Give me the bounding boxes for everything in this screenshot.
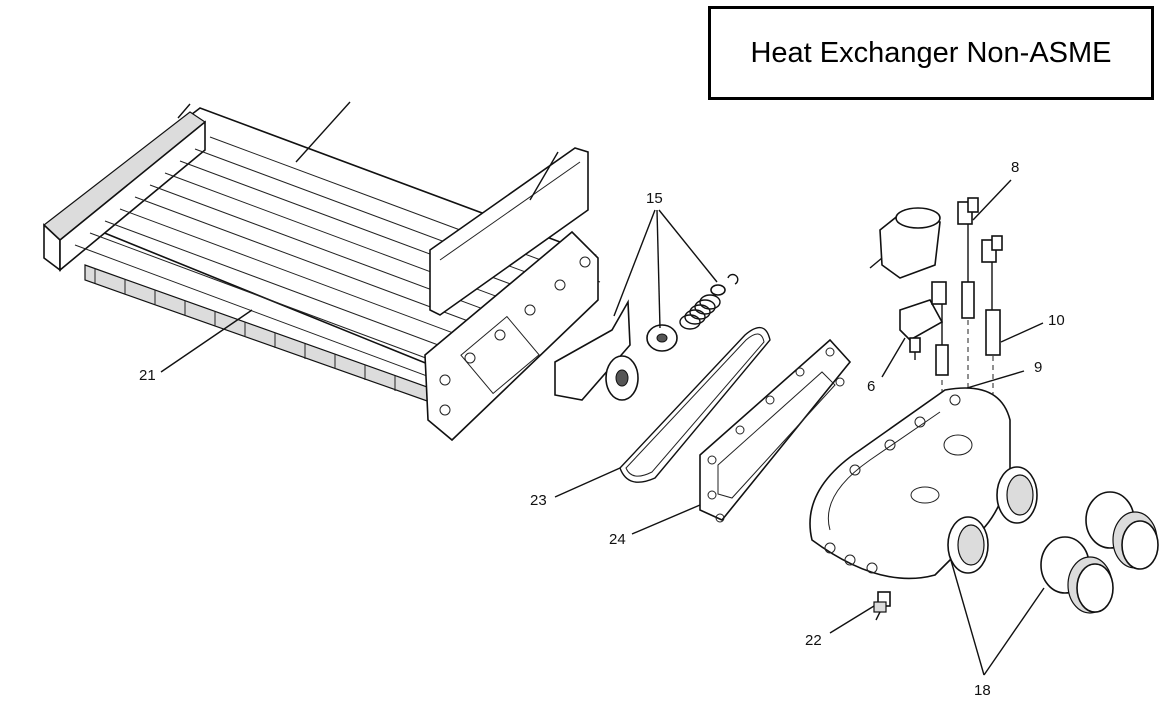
- callout-8: 8: [1011, 159, 1020, 176]
- leader-lines: [160, 101, 1045, 676]
- manifold-part-9: [809, 387, 1038, 580]
- gasket-part-23: [619, 327, 771, 483]
- pressure-switch-part-6: [869, 207, 944, 360]
- callout-15: 15: [646, 190, 663, 207]
- callout-9: 9: [1034, 359, 1043, 376]
- callout-22: 22: [805, 632, 822, 649]
- drain-fitting-part-22: [873, 591, 891, 621]
- heat-exchanger-part-21: [43, 107, 601, 442]
- callout-18: 18: [974, 682, 991, 699]
- sensor-assembly-part-15: [554, 273, 739, 401]
- flange-gasket-part-24: [699, 338, 852, 523]
- callout-6: 6: [867, 378, 876, 395]
- callout-10: 10: [1048, 312, 1065, 329]
- callout-21: 21: [139, 367, 156, 384]
- callout-24: 24: [609, 531, 626, 548]
- sensor-probes-part-8-10: [931, 197, 1003, 410]
- diagram-title: Heat Exchanger Non-ASME: [708, 6, 1154, 100]
- callout-23: 23: [530, 492, 547, 509]
- union-couplings-part-18: [1040, 491, 1159, 614]
